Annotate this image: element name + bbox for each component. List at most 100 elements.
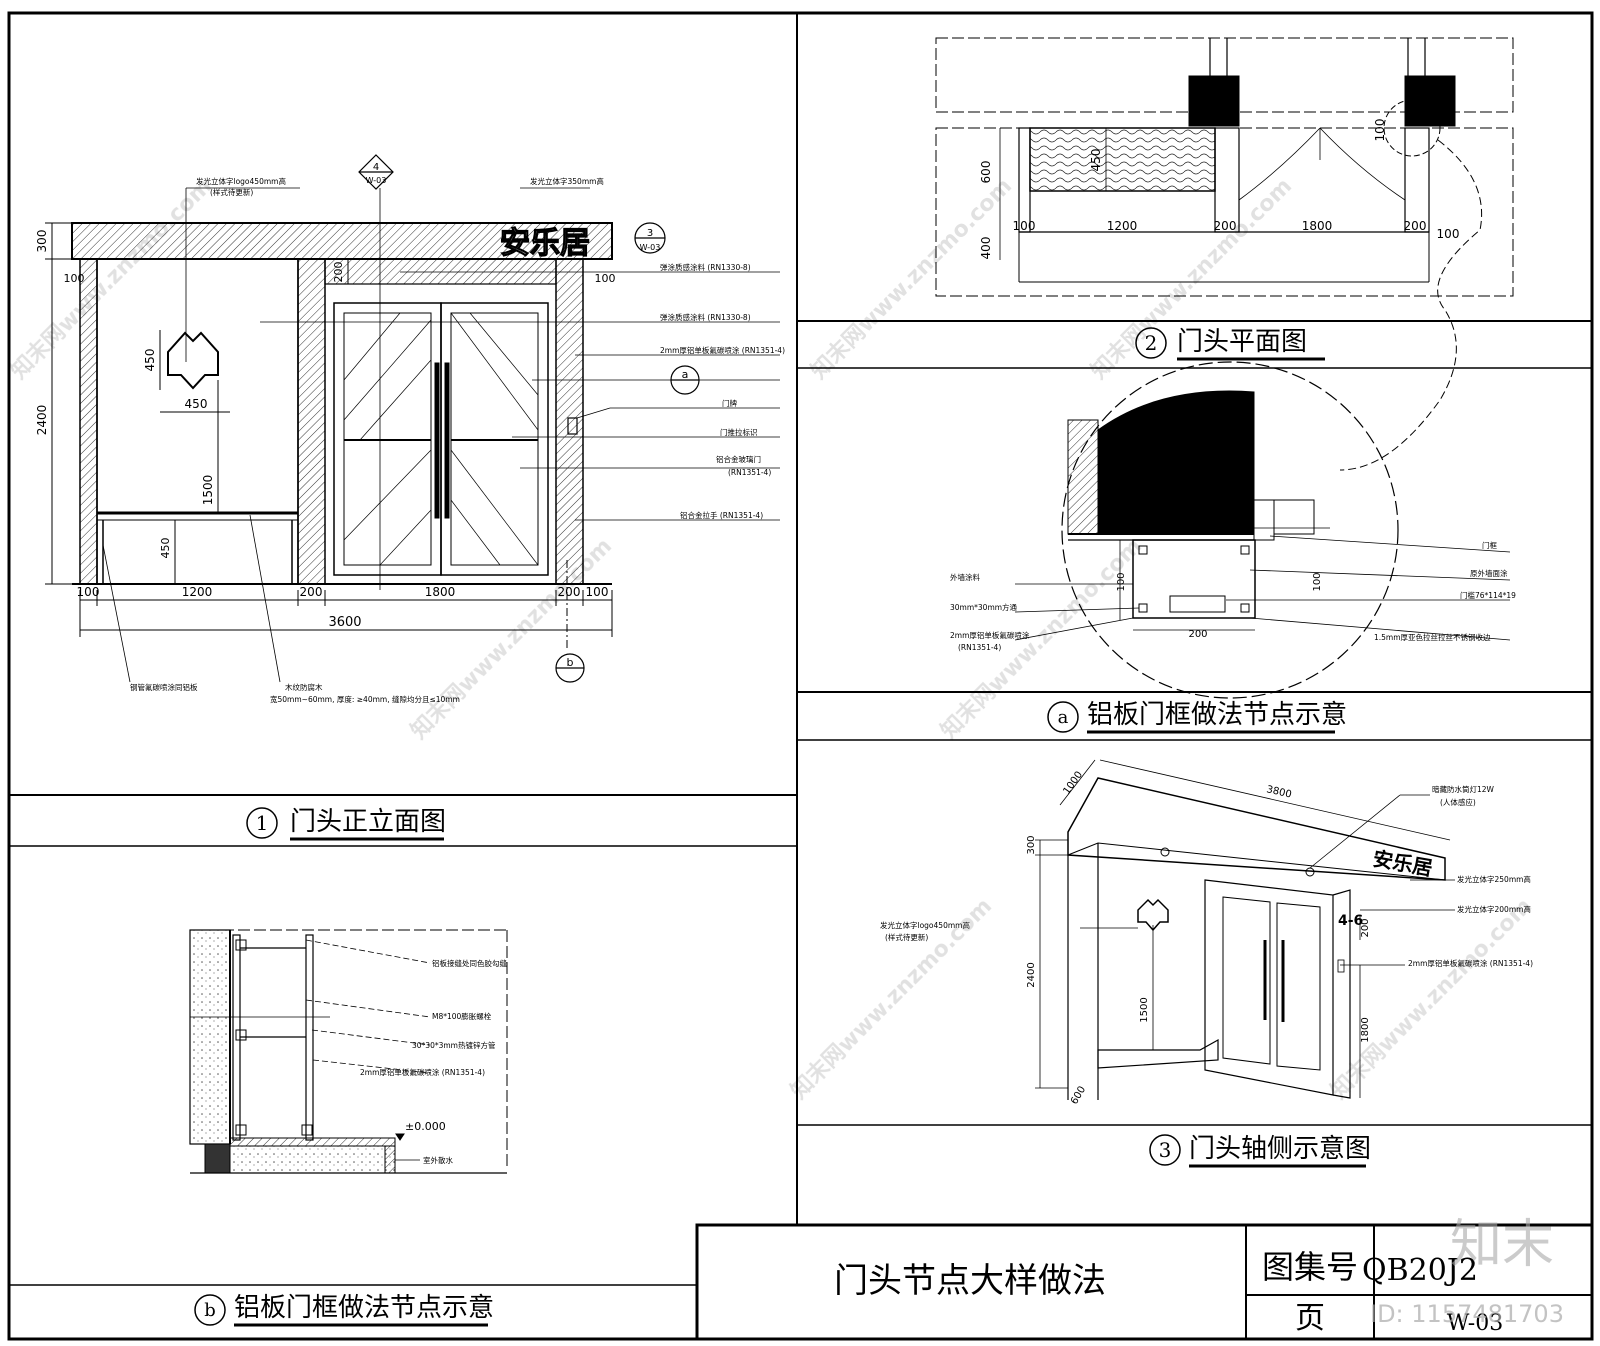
dim-w1800: 1800 [425,585,456,599]
dim-w1200: 1200 [182,585,213,599]
atlas-number: QB20J2 [1362,1253,1478,1288]
node-a-note-n3-sub: (RN1351-4) [958,643,1001,652]
axon-note-n3: 发光立体字200mm高 [1457,904,1531,914]
dim-h450b: 450 [159,538,172,559]
axon-note-n1-sub: (人体感应) [1440,797,1476,807]
note-n2: 弹涂质感涂料 (RN1330-8) [660,312,751,322]
watermark-text-3: 知末网www.znzmo.com [806,173,1017,384]
node-a-dim-w200: 200 [1188,629,1207,640]
node-a-view [1014,361,1511,699]
page-number: W-03 [1447,1311,1503,1336]
dim-w200b: 200 [558,585,581,599]
note-n1: 弹涂质感涂料 (RN1330-8) [660,262,751,272]
callout-b: b [567,656,574,669]
dim-w3600: 3600 [328,615,361,630]
axon-dim-3800: 3800 [1265,784,1292,800]
axon-dim-200: 200 [1360,918,1371,937]
callout-3-bottom: W-03 [640,243,661,252]
plan-title-text: 门头平面图 [1177,327,1307,357]
plan-dim-d1800: 1800 [1302,219,1333,233]
elevation-title: 1 门头正立面图 [246,807,446,841]
sheet-title: 门头节点大样做法 [834,1261,1106,1301]
note-n3: 2mm厚铝单板氟碳喷涂 (RN1351-4) [660,345,785,355]
note-n6-sub: (RN1351-4) [728,468,771,477]
dim-h2400: 2400 [35,405,49,436]
callout-4-top: 4 [373,162,379,173]
note-n4: 门牌 [722,398,737,408]
plan-dim-v100: 100 [1373,119,1387,142]
node-b-note-n5: 室外散水 [423,1155,453,1165]
callout-3-top: 3 [647,228,653,239]
title-block: 门头节点大样做法 图集号 QB20J2 页 W-03 [695,1223,1594,1341]
node-b-note-n4: 2mm厚铝单板氟碳喷涂 (RN1351-4) [360,1067,485,1077]
axon-canopy [1067,777,1446,881]
node-a-title: a 铝板门框做法节点示意 [1047,700,1347,734]
note-n9: 木纹防腐木 [285,682,323,692]
axon-note-n1: 暗藏防水筒灯12W [1432,784,1495,794]
note-n8: 钢管氟碳喷涂同铝板 [130,682,198,692]
elevation-callouts [358,154,700,683]
axon-dim-1500: 1500 [1139,997,1150,1022]
node-a-title-index: a [1058,707,1069,728]
axon-logo [1137,898,1169,932]
node-b-labels: ±0.000 铝板接缝处同色胶勾缝 M8*100膨胀螺栓 30*30*3mm热镀… [360,958,507,1165]
axon-note-n2: 发光立体字250mm高 [1457,874,1531,884]
node-a-note-n3: 2mm厚铝单板氟碳喷涂 [950,630,1030,640]
door-head [324,258,557,285]
axon-dim-300: 300 [1026,835,1037,854]
node-a-note-n5: 原外墙面涂 [1470,568,1508,578]
callout-a: a [682,368,689,381]
plan-title-index: 2 [1145,331,1158,355]
node-a-note-n2: 30mm*30mm方通 [950,602,1018,612]
note-n7: 铝合金拉手 (RN1351-4) [680,510,763,520]
plan-dim-d200a: 200 [1214,219,1237,233]
axon-dim-1800: 1800 [1360,1017,1371,1042]
note-n5: 门推拉标识 [720,427,758,437]
plan-dim-v400: 400 [979,237,993,260]
dim-h100r: 100 [595,272,616,285]
node-b-title: b 铝板门框做法节点示意 [194,1293,494,1327]
plan-labels: 600 450 400 100 100 1200 200 1800 200 10… [979,119,1459,260]
plan-title: 2 门头平面图 [1135,327,1325,361]
node-b-note-n3: 30*30*3mm热镀锌方管 [412,1040,496,1050]
axon-view [1035,759,1455,1100]
axon-title-index: 3 [1159,1138,1172,1162]
logo-mark [167,331,219,390]
plan-dim-v450: 450 [1089,149,1103,172]
note-logo: 发光立体字logo450mm高 [196,176,286,186]
axon-dim-1000: 1000 [1061,770,1085,797]
dim-h1500: 1500 [201,475,215,506]
callout-4-bottom: W-03 [366,176,387,185]
canopy-band [71,222,613,260]
watermark-brand: 知末 [1450,1215,1554,1275]
watermark-layer: 知末网www.znzmo.com 知末网www.znzmo.com 知末网www… [6,173,1537,1104]
watermark-text-1: 知末网www.znzmo.com [6,173,217,384]
plan-dim-d100a: 100 [1013,219,1036,233]
plan-dim-d200b: 200 [1404,219,1427,233]
plan-dim-d1200: 1200 [1107,219,1138,233]
axon-house-no: 4-6 [1338,913,1363,929]
axon-title: 3 门头轴侧示意图 [1149,1134,1371,1168]
node-a-column [1097,390,1255,535]
door-plate [567,417,578,435]
node-b-level: ±0.000 [405,1120,446,1133]
note-sign: 发光立体字350mm高 [530,176,604,186]
elevation-sign-text: 安乐居 [500,226,590,261]
elevation-view [45,187,780,683]
dim-h450a: 450 [143,349,157,372]
axon-note-n4: 2mm厚铝单板氟碳喷涂 (RN1351-4) [1408,958,1533,968]
node-a-note-n6: 门槛76*114*19 [1460,590,1516,600]
dim-w100: 100 [77,585,100,599]
elevation-title-text: 门头正立面图 [290,807,446,837]
node-b-note-n2: M8*100膨胀螺栓 [432,1011,492,1021]
node-a-note-n1: 外墙涂料 [950,572,980,582]
node-a-dim-v100b: 100 [1312,572,1323,591]
mid-pier [297,258,326,585]
note-n6: 铝合金玻璃门 [716,454,761,464]
dim-w100b: 100 [586,585,609,599]
page-label: 页 [1295,1301,1325,1336]
node-b-view [189,929,508,1174]
node-a-dim-v100a: 100 [1116,572,1127,591]
node-b-title-index: b [204,1300,216,1321]
